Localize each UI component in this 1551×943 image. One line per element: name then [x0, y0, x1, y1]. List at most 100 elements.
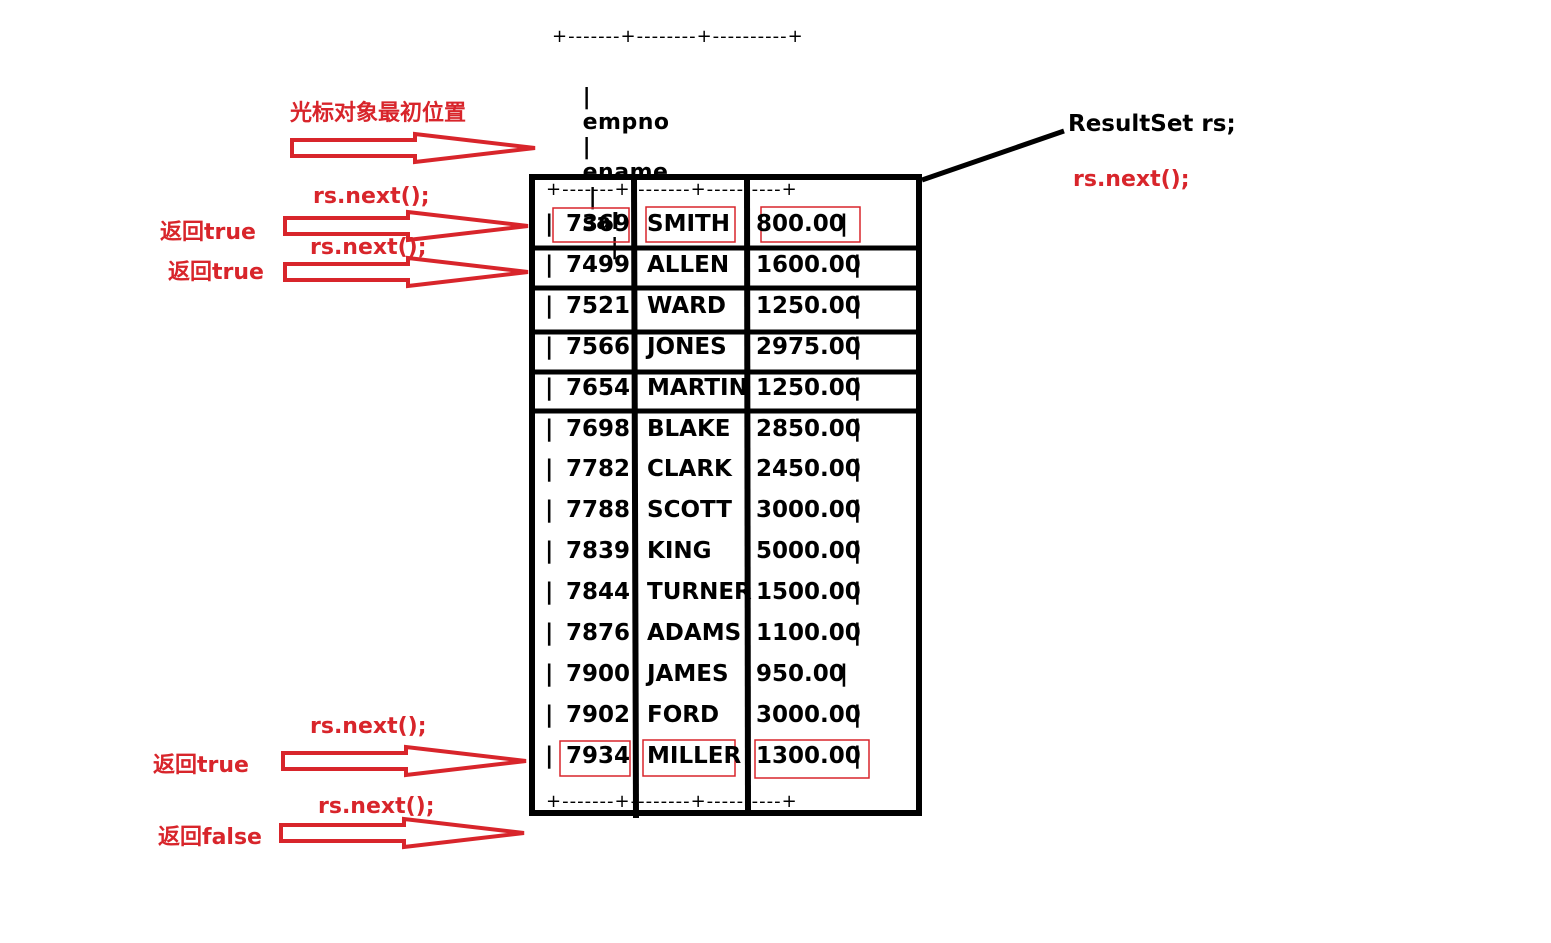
cell-sal: 950.00	[756, 661, 845, 687]
row-pipe: |	[853, 743, 862, 769]
row-pipe: |	[545, 538, 554, 564]
row-pipe: |	[545, 497, 554, 523]
header-pipe: |	[582, 85, 592, 110]
annotation-call: rs.next();	[310, 714, 427, 739]
resultset-label: ResultSet rs;	[1068, 111, 1236, 137]
row-pipe: |	[853, 497, 862, 523]
header-pipe: |	[588, 185, 598, 210]
cell-ename: WARD	[647, 293, 726, 319]
cell-empno: 7844	[566, 579, 631, 605]
annotation-call: rs.next();	[310, 235, 427, 260]
cell-sal: 3000.00	[756, 497, 861, 523]
column-divider	[631, 176, 639, 819]
cell-sal: 1100.00	[756, 620, 861, 646]
cell-empno: 7902	[566, 702, 631, 728]
red-arrow	[281, 744, 527, 778]
row-pipe: |	[545, 456, 554, 482]
cell-ename: FORD	[647, 702, 720, 728]
column-divider	[744, 176, 751, 814]
cell-sal: 1600.00	[756, 252, 861, 278]
cell-empno: 7369	[566, 211, 631, 237]
row-pipe: |	[853, 702, 862, 728]
annotation-result: 返回true	[168, 260, 264, 285]
cell-sal: 1250.00	[756, 293, 861, 319]
row-pipe: |	[853, 456, 862, 482]
row-pipe: |	[853, 620, 862, 646]
annotation-result: 返回true	[160, 220, 256, 245]
cell-ename: KING	[647, 538, 712, 564]
cell-ename: CLARK	[647, 456, 732, 482]
row-pipe: |	[853, 416, 862, 442]
cell-sal: 1500.00	[756, 579, 861, 605]
row-pipe: |	[853, 375, 862, 401]
row-pipe: |	[853, 579, 862, 605]
cell-ename: MILLER	[647, 743, 742, 769]
cell-empno: 7876	[566, 620, 631, 646]
cell-sal: 3000.00	[756, 702, 861, 728]
row-pipe: |	[545, 620, 554, 646]
cell-ename: MARTIN	[647, 375, 748, 401]
cell-ename: SCOTT	[647, 497, 732, 523]
highlight-box	[645, 206, 736, 243]
cell-empno: 7782	[566, 456, 631, 482]
row-pipe: |	[545, 416, 554, 442]
cell-ename: JAMES	[647, 661, 729, 687]
annotation-call: rs.next();	[313, 184, 430, 209]
table-bottom-border: +-------+--------+----------+	[546, 791, 798, 812]
highlight-box	[559, 740, 631, 777]
row-pipe: |	[545, 661, 554, 687]
row-pipe: |	[853, 334, 862, 360]
header-empno: empno	[582, 110, 670, 135]
row-pipe: |	[545, 702, 554, 728]
red-arrow	[283, 209, 529, 243]
cell-empno: 7839	[566, 538, 631, 564]
highlight-box	[754, 739, 870, 779]
resultset-pointer-line	[921, 128, 1065, 183]
red-arrow	[290, 131, 536, 165]
highlight-box	[642, 739, 736, 777]
cell-empno: 7698	[566, 416, 631, 442]
table-top-border: +-------+--------+----------+	[546, 179, 798, 200]
red-arrow	[279, 816, 525, 850]
row-pipe: |	[545, 334, 554, 360]
header-row: | empno | ename | sal |	[550, 60, 670, 285]
row-pipe: |	[853, 252, 862, 278]
cell-ename: TURNER	[647, 579, 752, 605]
cell-empno: 7499	[566, 252, 631, 278]
cell-sal: 2975.00	[756, 334, 861, 360]
row-pipe: |	[545, 743, 554, 769]
cell-ename: ADAMS	[647, 620, 742, 646]
cell-sal: 800.00	[756, 211, 845, 237]
row-pipe: |	[545, 252, 554, 278]
cell-ename: ALLEN	[647, 252, 730, 278]
cell-empno: 7788	[566, 497, 631, 523]
cell-empno: 7654	[566, 375, 631, 401]
cell-empno: 7566	[566, 334, 631, 360]
resultset-next-label: rs.next();	[1073, 167, 1190, 192]
cursor-initial-position-label: 光标对象最初位置	[290, 101, 467, 126]
row-pipe: |	[545, 211, 554, 237]
row-pipe: |	[839, 211, 849, 237]
header-pipe: |	[582, 135, 592, 160]
cell-empno: 7934	[566, 743, 631, 769]
header-sal: sal	[582, 210, 620, 235]
row-pipe: |	[853, 293, 862, 319]
annotation-call: rs.next();	[318, 794, 435, 819]
cell-empno: 7900	[566, 661, 631, 687]
cell-sal: 5000.00	[756, 538, 861, 564]
highlight-box	[760, 206, 861, 243]
cell-sal: 2450.00	[756, 456, 861, 482]
row-pipe: |	[545, 579, 554, 605]
annotation-result: 返回false	[158, 825, 262, 850]
table-frame	[529, 174, 922, 816]
red-arrow	[283, 255, 529, 289]
row-pipe: |	[853, 538, 862, 564]
cell-sal: 1300.00	[756, 743, 861, 769]
annotation-result: 返回true	[153, 753, 249, 778]
cell-ename: BLAKE	[647, 416, 731, 442]
row-pipe: |	[545, 293, 554, 319]
header-ename: ename	[582, 160, 669, 185]
row-pipe: |	[545, 375, 554, 401]
